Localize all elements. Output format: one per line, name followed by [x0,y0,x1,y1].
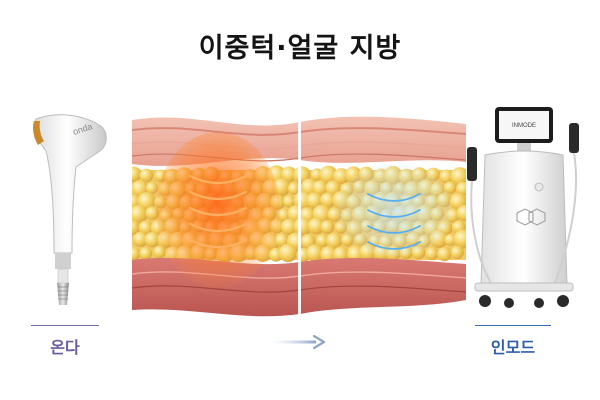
fat-cell [320,192,336,208]
fat-cell [132,231,149,247]
fat-cell [132,247,141,261]
fat-cell [280,218,298,236]
fat-cell [443,181,457,194]
onda-handpiece-image: onda [33,114,107,305]
fat-cell [278,243,298,263]
inmode-caption: 인모드 [475,325,551,358]
fat-cell [333,168,350,185]
fat-cell [139,168,154,183]
cool-wave-lines [367,193,421,250]
fat-cell [437,246,452,262]
fat-cell [450,245,464,260]
fat-cell [306,192,323,209]
fat-cell [307,217,325,235]
fat-cell [132,205,148,224]
fat-cell [319,165,338,184]
inmode-logo-mark [516,208,546,226]
fat-cell [138,220,153,235]
fat-cell [132,166,142,183]
fat-cell [315,234,329,248]
fat-cell [132,219,141,236]
fat-cell [325,232,343,249]
skin-cross-section-illustration [132,116,466,317]
fat-cell [275,233,289,247]
fat-cell [444,233,457,246]
fat-cell [320,245,338,263]
page-title: 이중턱·얼굴 지방 [198,33,402,64]
onda-caption: 온다 [31,325,99,358]
fat-cell [450,167,466,186]
fat-cell [456,181,466,196]
fat-cell [277,208,291,222]
fat-cell [305,244,324,262]
fat-cell [281,166,297,183]
fat-cell [320,220,335,234]
fat-cell [425,246,439,261]
fat-cell [145,181,159,195]
fat-cell [145,206,159,220]
fat-cell [439,169,454,184]
fat-cell [139,247,153,260]
arrow-right-icon [272,334,326,350]
fat-cell [287,182,301,195]
fat-cell [282,195,296,208]
fat-cell [456,205,466,222]
fat-cell [453,229,466,249]
fat-cell [153,245,166,259]
inmode-machine-image: INMODE [467,107,579,308]
fat-cell [144,231,160,248]
heat-wave-lines [188,174,248,249]
inmode-screen-text: INMODE [512,123,536,129]
fat-cell [312,180,328,196]
